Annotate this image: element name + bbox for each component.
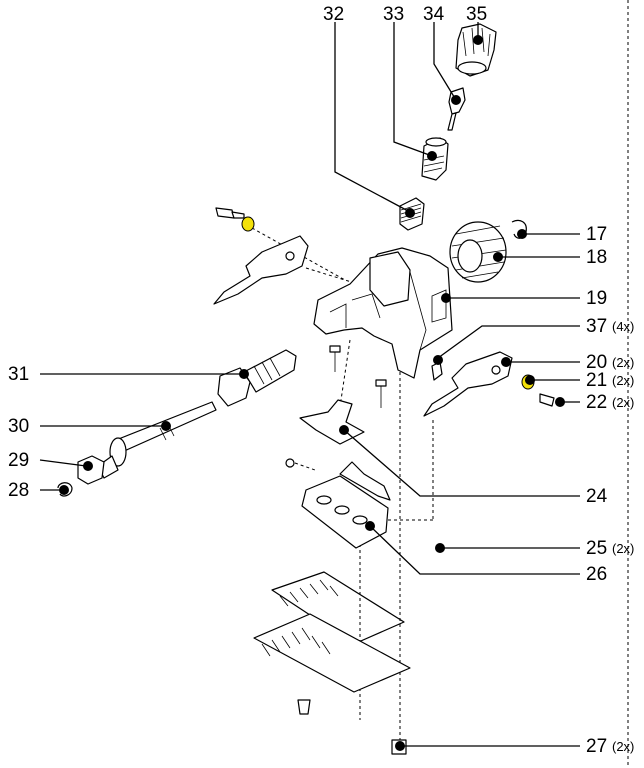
callout-31: 31	[8, 364, 29, 385]
part-35-adjustment-knob	[455, 23, 497, 77]
callout-37: 37	[586, 316, 607, 337]
part-20-release-lever-right	[423, 351, 513, 417]
callout-20: 20	[586, 352, 607, 373]
callout-25: 25	[586, 538, 607, 559]
part-24-bracket	[299, 399, 365, 445]
part-30-drive-shaft	[97, 401, 217, 479]
callout-29: 29	[8, 450, 29, 471]
part-26-cutter-guide	[285, 458, 391, 549]
leader-dots	[59, 35, 565, 751]
callout-24: 24	[586, 486, 608, 507]
leader-lines	[39, 22, 580, 747]
part-screw-washer-left	[215, 207, 255, 232]
callout-17: 17	[586, 224, 607, 245]
callout-27: 27	[586, 736, 607, 757]
part-19-housing	[313, 247, 453, 379]
callout-18: 18	[586, 247, 607, 268]
callout-22: 22	[586, 392, 607, 413]
callout-34: 34	[423, 4, 445, 25]
part-18-gear	[449, 221, 507, 283]
callout-27-qty: (2x)	[612, 739, 634, 754]
part-34-pin	[447, 87, 466, 131]
part-31-eccentric-shaft	[217, 349, 297, 407]
part-37-screws	[329, 345, 443, 408]
callout-labels: 32 33 34 35 17 18 19 37 (4x) 20 (2x) 21 …	[8, 4, 634, 757]
callout-21-qty: (2x)	[612, 373, 634, 388]
callout-19: 19	[586, 288, 607, 309]
callout-25-qty: (2x)	[612, 541, 634, 556]
part-release-lever-left	[213, 235, 309, 305]
part-22-screw	[539, 393, 555, 407]
callout-28: 28	[8, 480, 29, 501]
part-cutting-blades	[253, 571, 411, 715]
callout-35: 35	[466, 4, 487, 25]
callout-33: 33	[383, 4, 404, 25]
callout-32: 32	[323, 4, 344, 25]
callout-20-qty: (2x)	[612, 355, 634, 370]
callout-26: 26	[586, 564, 607, 585]
callout-30: 30	[8, 416, 29, 437]
callout-21: 21	[586, 370, 607, 391]
callout-22-qty: (2x)	[612, 395, 634, 410]
callout-37-qty: (4x)	[612, 319, 634, 334]
